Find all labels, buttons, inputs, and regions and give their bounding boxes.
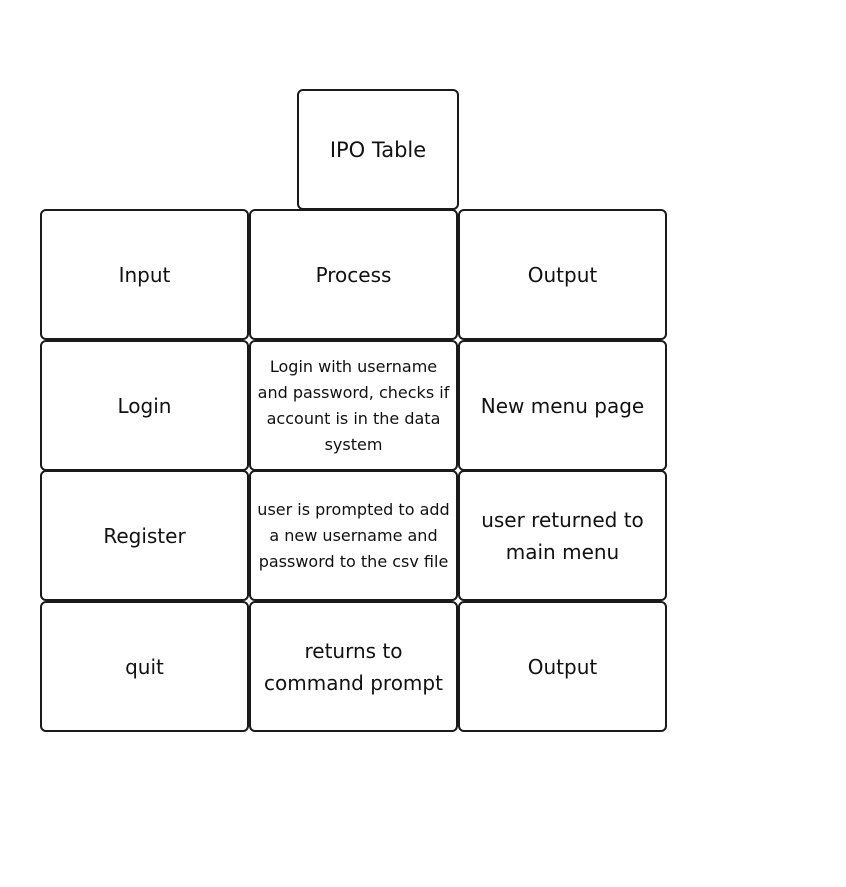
login-output-cell: New menu page	[458, 340, 667, 471]
login-process-text: Login with username and password, checks…	[257, 356, 450, 454]
register-process-cell: user is prompted to add a new username a…	[249, 470, 458, 601]
quit-process-cell: returns to command prompt	[249, 601, 458, 732]
login-output-text: New menu page	[480, 393, 645, 418]
login-process-cell: Login with username and password, checks…	[249, 340, 458, 471]
header-input-cell: Input	[40, 209, 249, 340]
quit-output-cell: Output	[458, 601, 667, 732]
ipo-table-title: IPO Table	[329, 137, 427, 162]
login-input-cell: Login	[40, 340, 249, 471]
quit-output-text: Output	[527, 654, 598, 679]
register-input-cell: Register	[40, 470, 249, 601]
quit-process-text: returns to command prompt	[264, 638, 443, 695]
header-process-label: Process	[315, 262, 392, 287]
header-output-label: Output	[527, 262, 598, 287]
quit-input-cell: quit	[40, 601, 249, 732]
header-input-label: Input	[118, 262, 171, 287]
header-output-cell: Output	[458, 209, 667, 340]
login-input-text: Login	[117, 393, 172, 418]
register-input-text: Register	[103, 523, 186, 548]
quit-input-text: quit	[125, 654, 164, 679]
register-output-text: user returned to main menu	[481, 507, 644, 564]
header-process-cell: Process	[249, 209, 458, 340]
register-output-cell: user returned to main menu	[458, 470, 667, 601]
register-process-text: user is prompted to add a new username a…	[257, 499, 450, 571]
ipo-table-title-box: IPO Table	[297, 89, 459, 210]
